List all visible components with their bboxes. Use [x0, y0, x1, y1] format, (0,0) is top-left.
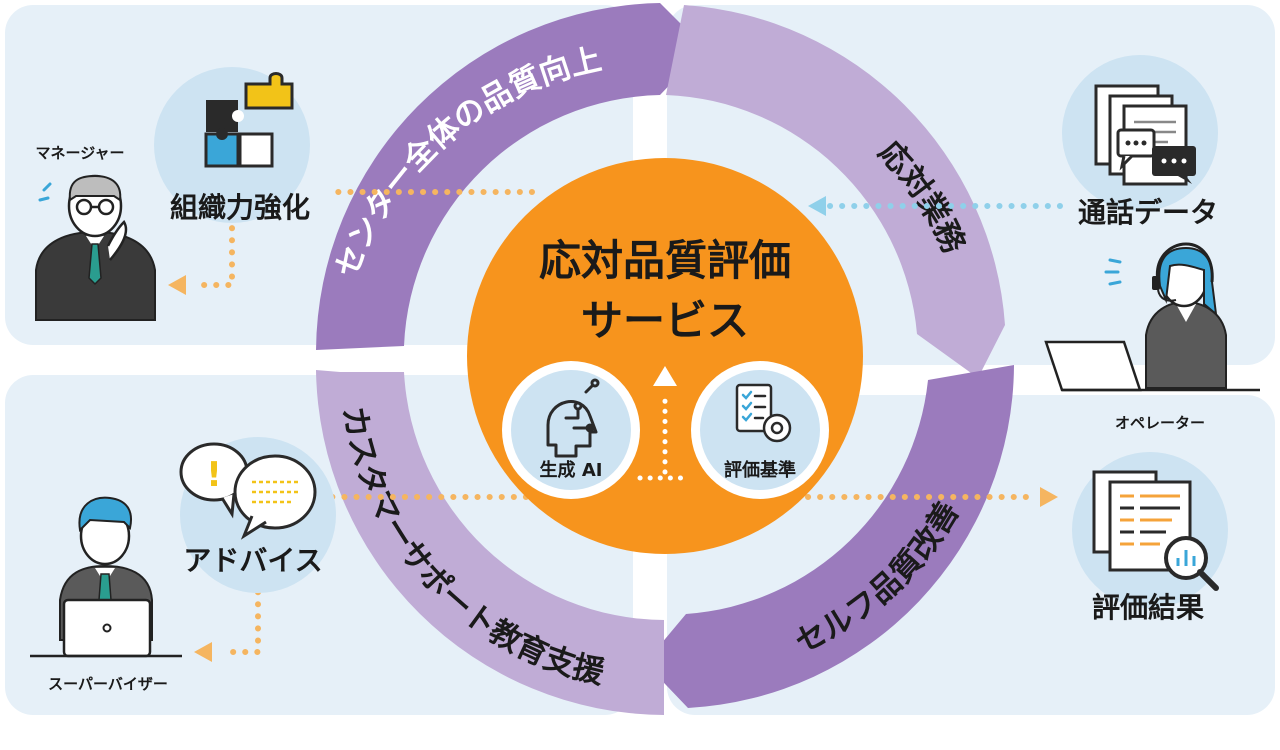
report-magnifier-icon — [1092, 470, 1219, 591]
center-circle — [467, 158, 863, 554]
advice-label: アドバイス — [183, 544, 322, 577]
arrow-head-supervisor — [194, 642, 212, 662]
manager-label: マネージャー — [36, 144, 125, 162]
connector-organization — [192, 189, 535, 288]
documents-chat-icon — [1094, 84, 1196, 186]
puzzle-icon — [204, 72, 294, 168]
ai-brain-icon — [546, 378, 600, 458]
organization-label: 組織力強化 — [170, 191, 310, 224]
results-label: 評価結果 — [1092, 591, 1204, 624]
arc-top-right — [666, 5, 1005, 378]
ai-label: 生成 AI — [540, 459, 603, 481]
manager-figure-icon — [35, 174, 156, 321]
supervisor-label: スーパーバイザー — [48, 675, 168, 693]
ai-circle-inner — [511, 370, 631, 490]
exclamation-mark: ! — [206, 455, 222, 495]
arc-top-left — [316, 3, 705, 350]
arrow-head-manager — [168, 275, 186, 295]
center-title-line2: サービス — [581, 296, 749, 345]
arc-bottom-right — [645, 365, 1014, 708]
call-data-label: 通話データ — [1078, 196, 1218, 229]
checklist-gear-icon — [735, 383, 792, 443]
operator-figure-icon — [1044, 242, 1260, 392]
up-arrow-connector — [637, 366, 693, 481]
center-title-line1: 応対品質評価 — [539, 236, 791, 285]
speech-bubbles-icon: ! — [179, 442, 317, 540]
connector-advice — [219, 494, 529, 655]
arc-bottom-left — [316, 370, 664, 715]
operator-label: オペレーター — [1115, 414, 1205, 432]
arrow-head-results — [1040, 487, 1058, 507]
arrow-head-call-data — [808, 196, 826, 216]
supervisor-figure-icon — [30, 496, 182, 658]
criteria-label: 評価基準 — [724, 459, 796, 481]
